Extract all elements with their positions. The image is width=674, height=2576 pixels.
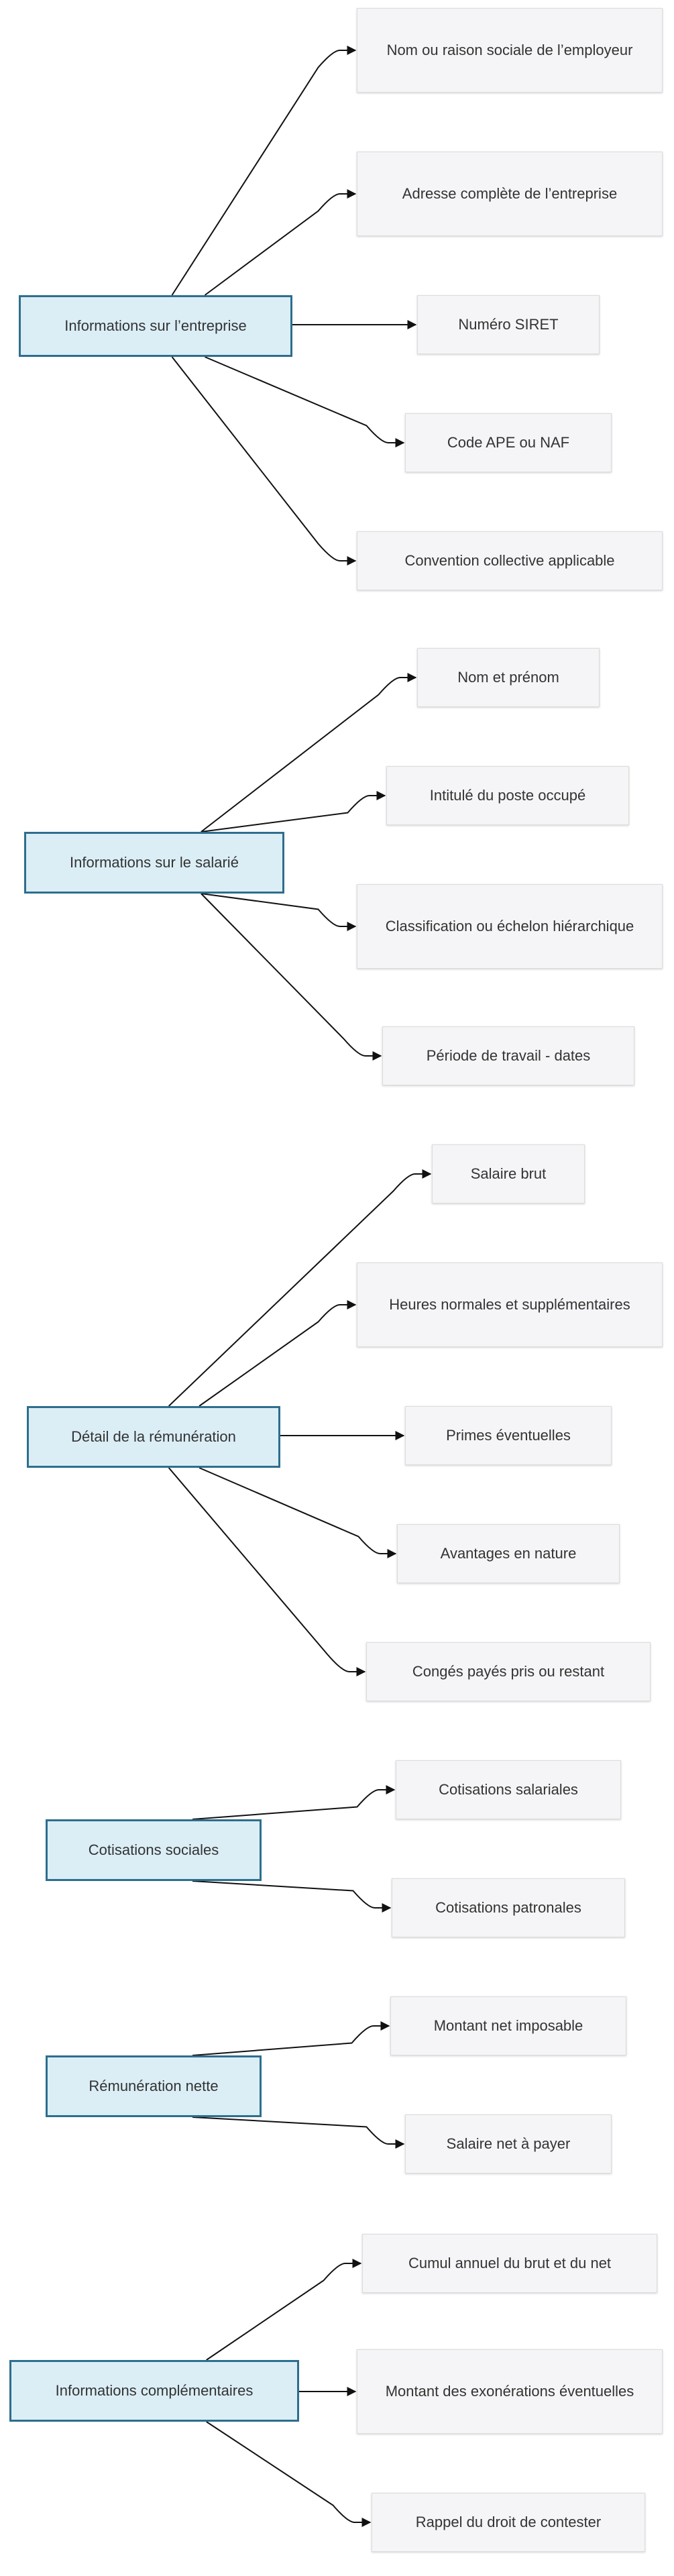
node-ape[interactable]: Code APE ou NAF — [405, 413, 612, 472]
edge-nette-imposable — [192, 2021, 390, 2056]
node-entreprise[interactable]: Informations sur l’entreprise — [19, 295, 292, 357]
edge-remuneration-heures — [199, 1300, 357, 1407]
edge-salarie-classification — [201, 893, 357, 931]
node-primes-label: Primes éventuelles — [446, 1427, 571, 1444]
node-poste[interactable]: Intitulé du poste occupé — [386, 766, 629, 825]
node-salarie[interactable]: Informations sur le salarié — [24, 832, 284, 894]
edge-entreprise-ape — [205, 356, 405, 447]
node-nette[interactable]: Rémunération nette — [46, 2055, 262, 2117]
node-periode[interactable]: Période de travail - dates — [382, 1026, 634, 1085]
node-adresse[interactable]: Adresse complète de l’entreprise — [357, 152, 663, 236]
node-brut-label: Salaire brut — [470, 1165, 547, 1183]
node-salariales-label: Cotisations salariales — [439, 1781, 578, 1799]
node-exonerations-label: Montant des exonérations éventuelles — [385, 2383, 634, 2400]
edge-nette-payer — [192, 2116, 405, 2149]
node-exonerations[interactable]: Montant des exonérations éventuelles — [357, 2349, 663, 2434]
node-heures-label: Heures normales et supplémentaires — [389, 1296, 630, 1313]
edge-entreprise-employeur — [171, 46, 357, 296]
node-nom-label: Nom et prénom — [457, 669, 559, 686]
node-convention-label: Convention collective applicable — [404, 552, 615, 570]
node-nette-label: Rémunération nette — [89, 2078, 219, 2095]
node-entreprise-label: Informations sur l’entreprise — [64, 317, 247, 335]
node-remuneration[interactable]: Détail de la rémunération — [27, 1406, 280, 1468]
node-siret[interactable]: Numéro SIRET — [417, 295, 600, 354]
node-siret-label: Numéro SIRET — [458, 316, 559, 333]
node-avantages-label: Avantages en nature — [440, 1545, 577, 1562]
edge-entreprise-adresse — [204, 189, 357, 296]
node-contester[interactable]: Rappel du droit de contester — [372, 2493, 645, 2552]
edge-remuneration-avantages — [199, 1467, 397, 1558]
edge-cotisations-salariales — [192, 1785, 396, 1820]
node-employeur[interactable]: Nom ou raison sociale de l’employeur — [357, 8, 663, 93]
node-complementaires[interactable]: Informations complémentaires — [9, 2360, 299, 2422]
node-periode-label: Période de travail - dates — [426, 1047, 591, 1065]
node-conges[interactable]: Congés payés pris ou restant — [366, 1642, 651, 1701]
node-adresse-label: Adresse complète de l’entreprise — [402, 185, 618, 203]
node-contester-label: Rappel du droit de contester — [415, 2514, 602, 2531]
node-imposable[interactable]: Montant net imposable — [390, 1996, 626, 2055]
node-employeur-label: Nom ou raison sociale de l’employeur — [386, 42, 633, 59]
edge-entreprise-convention — [171, 356, 357, 566]
node-ape-label: Code APE ou NAF — [447, 434, 570, 451]
node-payer-label: Salaire net à payer — [446, 2135, 571, 2153]
edge-complementaires-cumul — [206, 2259, 362, 2361]
node-convention[interactable]: Convention collective applicable — [357, 531, 663, 590]
node-salariales[interactable]: Cotisations salariales — [396, 1760, 621, 1819]
node-avantages[interactable]: Avantages en nature — [397, 1524, 620, 1583]
node-cotisations-label: Cotisations sociales — [88, 1841, 219, 1859]
edge-cotisations-patronales — [192, 1880, 392, 1913]
node-payer[interactable]: Salaire net à payer — [405, 2114, 612, 2174]
edge-salarie-nom — [201, 673, 417, 833]
node-classification-label: Classification ou échelon hiérarchique — [385, 918, 634, 935]
node-poste-label: Intitulé du poste occupé — [429, 787, 586, 804]
edge-salarie-poste — [201, 791, 386, 833]
node-cumul[interactable]: Cumul annuel du brut et du net — [362, 2234, 657, 2293]
node-imposable-label: Montant net imposable — [433, 2017, 583, 2035]
node-complementaires-label: Informations complémentaires — [55, 2382, 254, 2400]
edge-remuneration-conges — [168, 1467, 366, 1676]
node-patronales[interactable]: Cotisations patronales — [392, 1878, 625, 1937]
node-cumul-label: Cumul annuel du brut et du net — [408, 2255, 612, 2272]
node-conges-label: Congés payés pris ou restant — [412, 1663, 605, 1680]
node-nom[interactable]: Nom et prénom — [417, 648, 600, 707]
node-primes[interactable]: Primes éventuelles — [405, 1406, 612, 1465]
node-brut[interactable]: Salaire brut — [432, 1144, 585, 1203]
edge-complementaires-contester — [206, 2421, 372, 2527]
node-patronales-label: Cotisations patronales — [435, 1899, 581, 1917]
node-heures[interactable]: Heures normales et supplémentaires — [357, 1263, 663, 1347]
node-cotisations[interactable]: Cotisations sociales — [46, 1819, 262, 1881]
node-classification[interactable]: Classification ou échelon hiérarchique — [357, 884, 663, 969]
node-remuneration-label: Détail de la rémunération — [71, 1428, 236, 1446]
node-salarie-label: Informations sur le salarié — [70, 854, 239, 871]
edge-salarie-periode — [201, 893, 382, 1061]
